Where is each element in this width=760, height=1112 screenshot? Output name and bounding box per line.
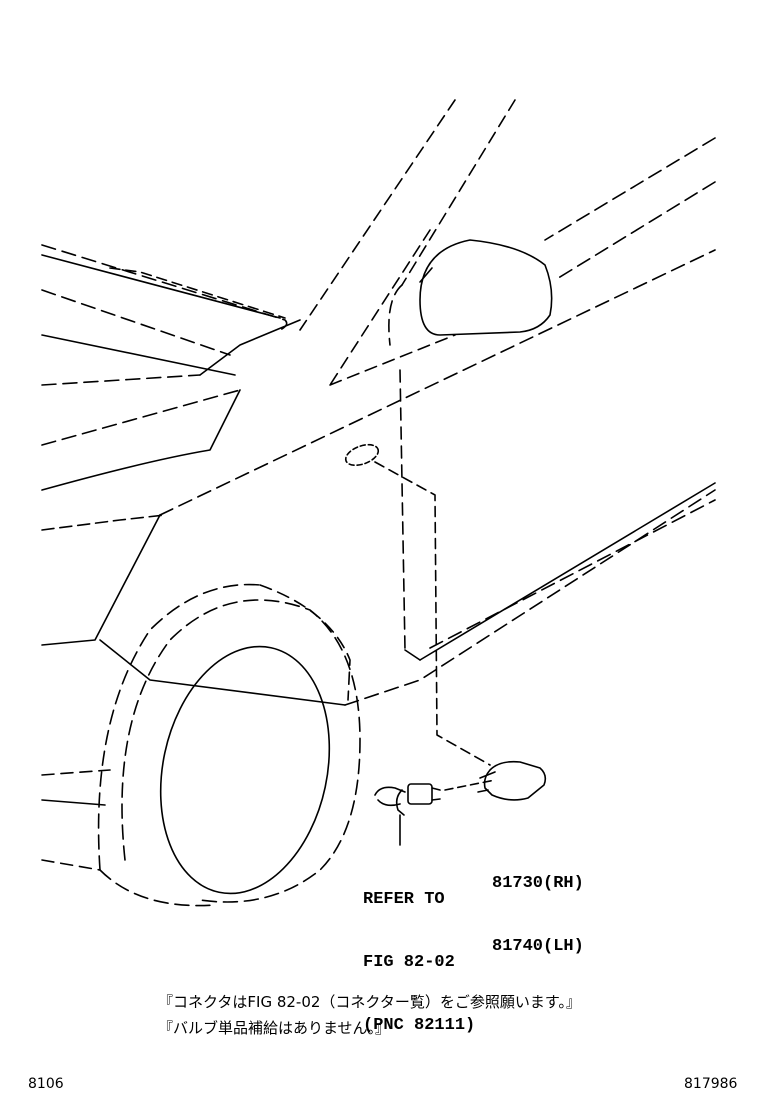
part-number-lh[interactable]: 81740(LH) bbox=[492, 937, 584, 956]
page-code-left: 8106 bbox=[28, 1076, 64, 1092]
note-bulb: 『バルブ単品補給はありません。』 bbox=[158, 1019, 391, 1037]
note-connector: 『コネクタはFIG 82-02（コネクター覧）をご参照願います。』 bbox=[158, 993, 581, 1011]
front-fender bbox=[99, 249, 716, 706]
a-pillar bbox=[299, 99, 516, 386]
refer-line-3: (PNC 82111) bbox=[363, 1016, 476, 1035]
connector-harness bbox=[374, 783, 441, 846]
refer-callout: REFER TO FIG 82-02 (PNC 82111) bbox=[363, 847, 475, 1057]
part-number-rh[interactable]: 81730(RH) bbox=[492, 874, 584, 893]
refer-line-2: FIG 82-02 bbox=[363, 953, 455, 972]
door-mirror bbox=[419, 239, 553, 336]
hood bbox=[41, 244, 301, 446]
side-turn-lamp bbox=[477, 760, 547, 801]
refer-line-1: REFER TO bbox=[363, 890, 445, 909]
part-number-list: 81730(RH) 81740(LH) bbox=[492, 831, 584, 978]
page-code-right: 817986 bbox=[684, 1076, 738, 1092]
wheel bbox=[41, 583, 361, 907]
headlight bbox=[41, 389, 241, 646]
leader-lines bbox=[374, 461, 496, 791]
lamp-mount-hole bbox=[344, 443, 380, 467]
roof-line bbox=[544, 137, 716, 281]
